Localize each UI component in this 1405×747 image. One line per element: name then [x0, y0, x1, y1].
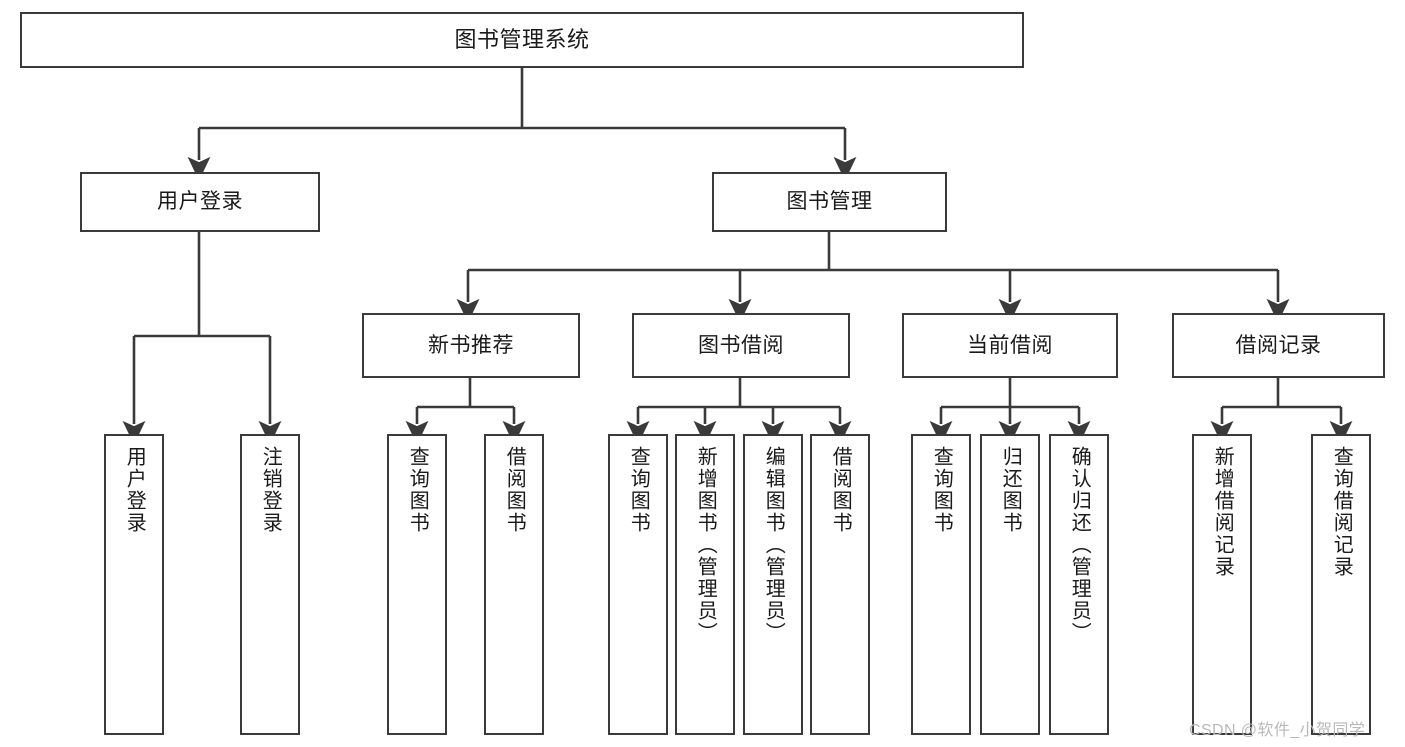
node-book-manage[interactable]: 图书管理 [712, 172, 947, 232]
leaf-query-borrow-record[interactable]: 查询借阅记录 [1311, 434, 1371, 735]
node-label: 借阅图书 [829, 446, 852, 534]
node-label: 查询借阅记录 [1330, 446, 1353, 578]
node-label: 图书管理系统 [454, 26, 590, 52]
csdn-watermark: CSDN @软件_小贺同学 [1189, 722, 1366, 739]
node-user-login[interactable]: 用户登录 [80, 172, 320, 232]
node-label: 新书推荐 [428, 333, 514, 357]
leaf-logout-login[interactable]: 注销登录 [240, 434, 300, 735]
node-label: 当前借阅 [967, 333, 1053, 357]
node-label: 归还图书 [999, 446, 1022, 534]
node-label: 编辑图书（管理员） [762, 446, 785, 644]
leaf-user-login[interactable]: 用户登录 [104, 434, 164, 735]
node-label: 注销登录 [259, 446, 282, 534]
leaf-query-book-current[interactable]: 查询图书 [911, 434, 971, 735]
node-label: 用户登录 [157, 190, 243, 214]
leaf-add-book-admin[interactable]: 新增图书（管理员） [675, 434, 735, 735]
leaf-query-book-borrow[interactable]: 查询图书 [608, 434, 668, 735]
node-label: 查询图书 [627, 446, 650, 534]
node-label: 图书借阅 [698, 333, 784, 357]
node-label: 借阅记录 [1235, 333, 1322, 357]
node-label: 查询图书 [406, 446, 429, 534]
leaf-borrow-book-recommend[interactable]: 借阅图书 [484, 434, 544, 735]
node-label: 借阅图书 [503, 446, 526, 534]
node-label: 用户登录 [123, 446, 146, 534]
node-book-borrow[interactable]: 图书借阅 [632, 313, 850, 378]
node-root-system[interactable]: 图书管理系统 [20, 12, 1024, 68]
node-current-borrow[interactable]: 当前借阅 [902, 313, 1118, 378]
node-new-book-recommend[interactable]: 新书推荐 [362, 313, 580, 378]
leaf-add-borrow-record[interactable]: 新增借阅记录 [1192, 434, 1252, 735]
node-label: 查询图书 [930, 446, 953, 534]
node-label: 新增图书（管理员） [694, 446, 717, 644]
node-borrow-record[interactable]: 借阅记录 [1172, 313, 1385, 378]
leaf-return-book[interactable]: 归还图书 [980, 434, 1040, 735]
leaf-confirm-return-admin[interactable]: 确认归还（管理员） [1049, 434, 1109, 735]
leaf-query-book-recommend[interactable]: 查询图书 [387, 434, 447, 735]
node-label: 确认归还（管理员） [1068, 446, 1091, 644]
leaf-borrow-book[interactable]: 借阅图书 [810, 434, 870, 735]
leaf-edit-book-admin[interactable]: 编辑图书（管理员） [743, 434, 803, 735]
node-label: 新增借阅记录 [1211, 446, 1234, 578]
node-label: 图书管理 [786, 190, 873, 214]
